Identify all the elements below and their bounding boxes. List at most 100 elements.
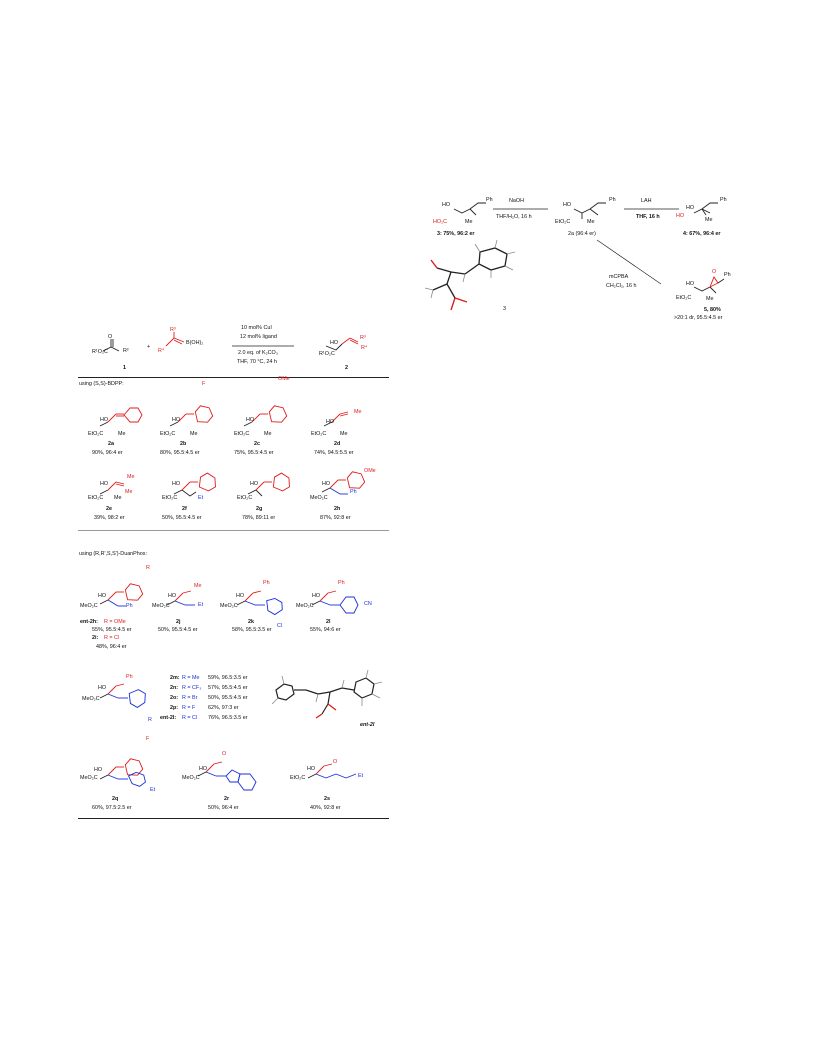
atom-eto2c: EtO₂C (311, 431, 327, 437)
molecule-2d (323, 411, 349, 427)
atom-me: Me (706, 296, 714, 302)
atom-ho: HO (172, 481, 181, 487)
compound-2a-yield: 90%, 96:4 er (92, 450, 123, 456)
start-molecule-2a (573, 202, 606, 219)
molecule-2f (173, 472, 216, 497)
atom-me: Me (354, 409, 362, 415)
atom-ho: HO (199, 766, 208, 772)
atom-npr: Et (358, 773, 364, 779)
atom-ho: HO (246, 417, 255, 423)
rlist-2p-yield: 62%, 97:3 er (208, 705, 239, 711)
molecule-2a (99, 407, 143, 427)
rlist-2m-r: R = Me (182, 675, 200, 681)
atom-me: Me (340, 431, 348, 437)
atom-ph: Ph (338, 580, 345, 586)
atom-eto2c: EtO₂C (88, 431, 104, 437)
atom-ph: Ph (724, 272, 731, 278)
atom-me: Me (705, 217, 713, 223)
compound-2c-id: 2c (254, 441, 260, 447)
atom-eto2c: EtO₂C (290, 775, 306, 781)
atom-meo2c: MeO₂C (152, 603, 170, 609)
atom-meo2c: MeO₂C (82, 696, 100, 702)
divider-mid (78, 530, 389, 531)
atom-cl: Cl (277, 623, 283, 629)
molecule-2e (99, 481, 125, 495)
atom-me: Me (125, 489, 133, 495)
atom-o: O (712, 269, 717, 275)
atom-me: Me (264, 431, 272, 437)
molecule-2b (169, 405, 214, 427)
atom-r: R (148, 717, 152, 723)
molecule-2j (166, 590, 195, 606)
rlist-2p-id: 2p: (170, 705, 179, 711)
atom-me: Me (190, 431, 198, 437)
crystal-structure-ent-2l (271, 669, 383, 719)
compound-2d-id: 2d (334, 441, 341, 447)
atom-me: Me (114, 495, 122, 501)
atom-ho: HO (307, 766, 316, 772)
rlist-2o-id: 2o: (170, 695, 179, 701)
compound-2k-id: 2k (248, 619, 254, 625)
atom-ome: OMe (278, 376, 290, 382)
section1-heading: using (S,S)-BDPP: (79, 381, 124, 387)
atom-ph: Ph (263, 580, 270, 586)
atom-ho: HO (686, 205, 695, 211)
molecule-2g (247, 472, 290, 497)
section2-heading: using (R,R',S,S')-DuanPhos: (79, 551, 147, 557)
atom-ho: HO (250, 481, 259, 487)
product-2-molecule (325, 337, 359, 351)
atom-eto2c: EtO₂C (88, 495, 104, 501)
atom-ho: HO (322, 481, 331, 487)
compound-2l-id: 2l (326, 619, 331, 625)
atom-r: Et (150, 787, 156, 793)
plus-sign: + (147, 344, 151, 350)
product-4-molecule (693, 202, 718, 216)
compound-2f-id: 2f (182, 506, 187, 512)
atom-o: O (108, 334, 113, 340)
compound-2a-id: 2a (108, 441, 114, 447)
atom-ho: HO (330, 340, 339, 346)
product-5-molecule (693, 276, 725, 294)
rlist-2o-r: R = Br (182, 695, 198, 701)
product-2-label: 2 (345, 365, 348, 371)
compound-2e-yield: 39%, 98:2 er (94, 515, 125, 521)
molecule-2c (243, 405, 288, 427)
compound-2l-yield: 55%, 94:6 er (310, 627, 341, 633)
crystal-label: 3 (503, 306, 506, 312)
c2i-r: R = Cl (104, 635, 120, 641)
compound-2g-id: 2g (256, 506, 263, 512)
left-cond: THF/H₂O, 16 h (496, 214, 532, 220)
atom-ho: HO (168, 593, 177, 599)
atom-meo2c: MeO₂C (80, 603, 98, 609)
atom-eto2c: EtO₂C (237, 495, 253, 501)
condition-2: 12 mol% ligand (240, 334, 277, 340)
atom-et: Et (198, 495, 204, 501)
compound-2b-id: 2b (180, 441, 187, 447)
reagent-1-label: 1 (123, 365, 126, 371)
atom-ho: HO (98, 593, 107, 599)
atom-ho: HO (236, 593, 245, 599)
crystal-structure-3 (424, 239, 516, 311)
divider-top (78, 377, 389, 378)
atom-f: F (202, 381, 206, 387)
molecule-2m-series (99, 683, 146, 708)
r3-label-product: R³ (360, 335, 366, 341)
rlist-2n-r: R = CF₃ (182, 685, 202, 691)
main-arrow (232, 345, 294, 347)
atom-ho: HO (686, 281, 695, 287)
atom-ho: HO (100, 481, 109, 487)
compound-2j-id: 2j (176, 619, 181, 625)
rlist-2m-id: 2m: (170, 675, 180, 681)
compound-2d-yield: 74%, 94.5:5.5 er (314, 450, 354, 456)
atom-ho: HO (676, 213, 685, 219)
product-3-molecule (453, 202, 486, 216)
c2i-yield: 48%, 96:4 er (96, 644, 127, 650)
atom-me: Me (465, 219, 473, 225)
rlist-2m-yield: 59%, 96.5:3.5 er (208, 675, 248, 681)
atom-eto2c: EtO₂C (234, 431, 250, 437)
atom-r: R (146, 565, 150, 571)
atom-eto2c: EtO₂C (162, 495, 178, 501)
down-product-1: 5, 80% (704, 307, 721, 313)
r2-label: R² (123, 348, 129, 354)
compound-2g-yield: 78%, 89:11 er (242, 515, 276, 521)
